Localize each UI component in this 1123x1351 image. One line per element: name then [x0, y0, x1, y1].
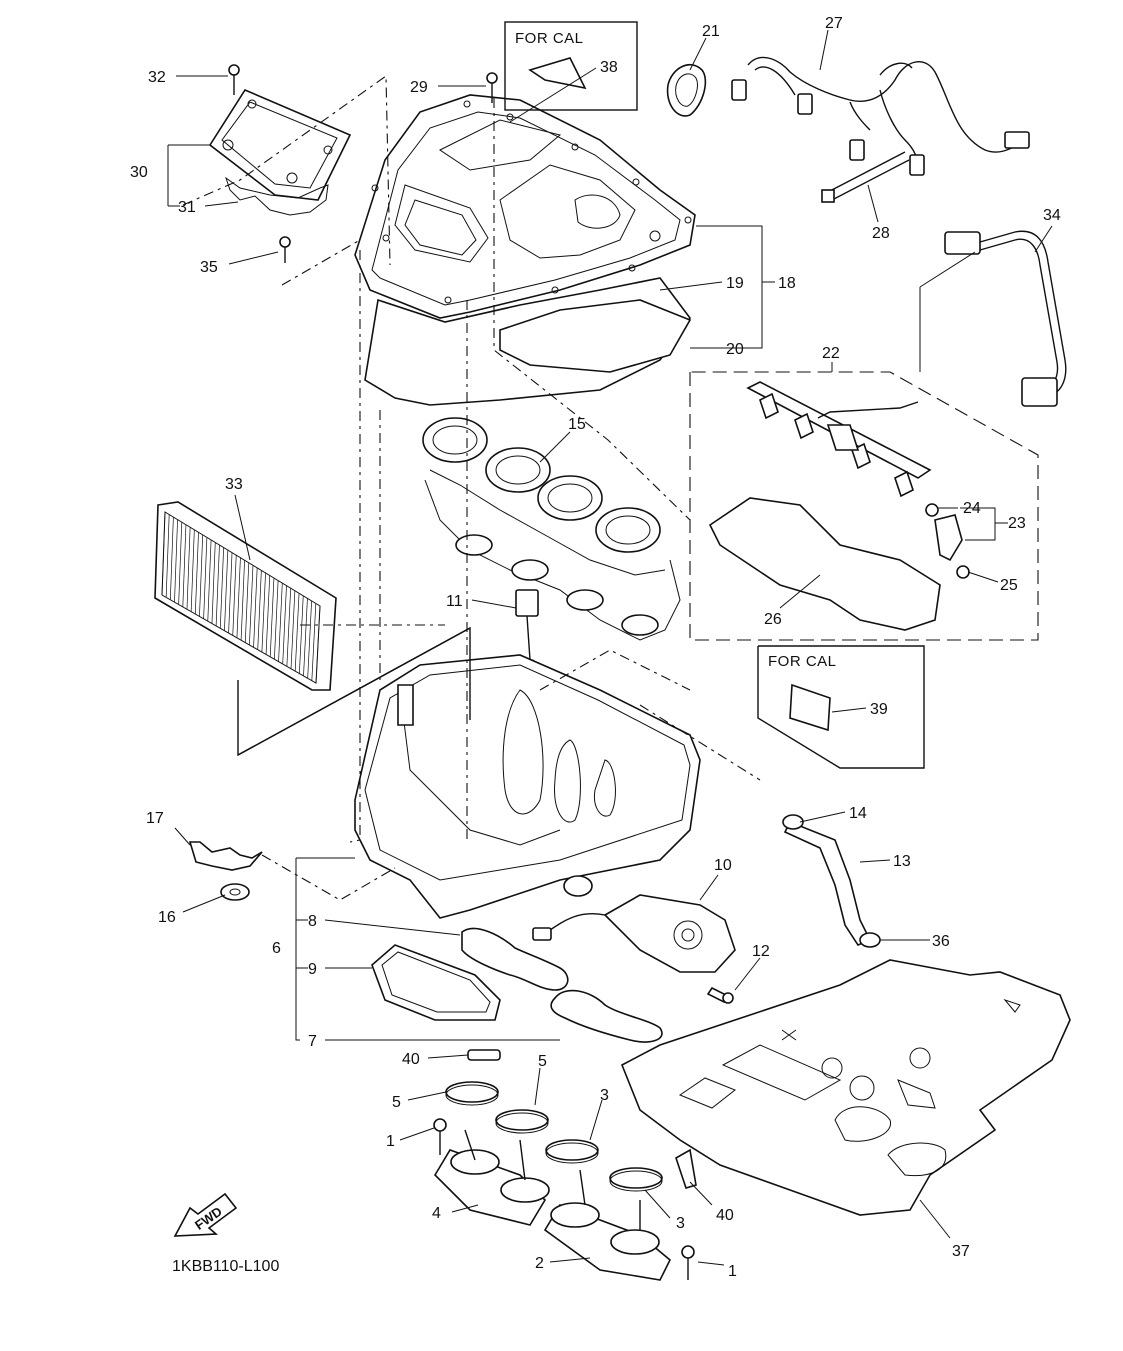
callout-38: 38: [600, 59, 618, 76]
clamp-5b: [495, 1109, 549, 1134]
air-filter: [154, 501, 337, 691]
callout-16: 16: [158, 909, 176, 926]
injector: [925, 503, 970, 579]
callout-24: 24: [963, 500, 981, 517]
callout-5: 5: [392, 1094, 401, 1111]
callout-3: 3: [600, 1087, 609, 1104]
guide-lines: [182, 74, 761, 1230]
cover-plate: [208, 88, 352, 216]
air-box-case: [354, 654, 701, 919]
wire-harness: [731, 56, 1030, 176]
screw-35: [279, 236, 291, 263]
callout-14: 14: [849, 805, 867, 822]
clamp-3a: [545, 1139, 599, 1164]
duct-plate: [499, 299, 692, 373]
bracket-17: [188, 841, 263, 871]
callout-12: 12: [752, 943, 770, 960]
callout-40: 40: [716, 1207, 734, 1224]
callout-3: 3: [676, 1215, 685, 1232]
callout-33: 33: [225, 476, 243, 493]
gasket-7: [550, 989, 663, 1043]
callout-1: 1: [386, 1133, 395, 1150]
intake-joint-4: [433, 1149, 550, 1226]
callout-30: 30: [130, 164, 148, 181]
fwd-arrow-icon: FWD: [173, 1192, 238, 1237]
callout-40: 40: [402, 1051, 420, 1068]
callout-28: 28: [872, 225, 890, 242]
bolt-1a: [433, 1118, 447, 1155]
callout-18: 18: [778, 275, 796, 292]
callout-8: 8: [308, 913, 317, 930]
screw-32: [228, 64, 240, 95]
callout-19: 19: [726, 275, 744, 292]
callout-20: 20: [726, 341, 744, 358]
fuel-pipe: [708, 497, 941, 631]
for-cal-box-38: FOR CAL: [504, 21, 638, 111]
callout-39: 39: [870, 701, 888, 718]
callout-2: 2: [535, 1255, 544, 1272]
callout-37: 37: [952, 1243, 970, 1260]
callout-35: 35: [200, 259, 218, 276]
for-cal-label: FOR CAL: [768, 653, 837, 670]
air-box-cover: [354, 94, 696, 319]
callout-11: 11: [446, 593, 463, 610]
callout-26: 26: [764, 611, 782, 628]
callout-5: 5: [538, 1053, 547, 1070]
fuel-hose: [944, 230, 1067, 407]
callout-31: 31: [178, 199, 196, 216]
solenoid-10: [532, 894, 736, 973]
callout-23: 23: [1008, 515, 1026, 532]
callout-10: 10: [714, 857, 732, 874]
bolt-1b: [681, 1245, 695, 1280]
screw-29: [486, 72, 498, 103]
heat-insulator: [620, 959, 1071, 1216]
callout-labels: 1 1 2 3 3 4 5 5 6 7 8 9 10 11 12 13 14 1…: [130, 15, 1061, 1280]
gasket-9: [371, 944, 501, 1021]
callout-4: 4: [432, 1205, 441, 1222]
injector-group-box: [689, 371, 1039, 641]
callout-7: 7: [308, 1033, 317, 1050]
bolt-12: [706, 986, 734, 1004]
gasket-8: [461, 927, 569, 991]
callout-34: 34: [1043, 207, 1061, 224]
diagram-code: 1KBB110-L100: [172, 1258, 279, 1275]
leaders: [167, 29, 1053, 1266]
clamp-5a: [445, 1081, 499, 1106]
callout-6: 6: [272, 940, 281, 957]
callout-29: 29: [410, 79, 428, 96]
grommet-21: [666, 64, 707, 117]
clamp-3b: [609, 1167, 663, 1192]
callout-9: 9: [308, 961, 317, 978]
callout-15: 15: [568, 416, 586, 433]
hose-13: [782, 814, 881, 948]
fuel-rail: [746, 381, 932, 498]
throttle-bodies: [422, 417, 681, 641]
callout-13: 13: [893, 853, 911, 870]
for-cal-box-39: FOR CAL: [757, 645, 925, 769]
callout-17: 17: [146, 810, 164, 827]
callout-22: 22: [822, 345, 840, 362]
callout-32: 32: [148, 69, 166, 86]
intake-joint-2: [543, 1202, 671, 1281]
damper-16: [220, 883, 250, 901]
fitting-40a: [467, 1049, 501, 1061]
callout-1: 1: [728, 1263, 737, 1280]
callout-36: 36: [932, 933, 950, 950]
callout-21: 21: [702, 23, 720, 40]
fitting-40b: [675, 1148, 697, 1189]
for-cal-label: FOR CAL: [515, 30, 584, 47]
callout-27: 27: [825, 15, 843, 32]
cable-tie: [821, 151, 910, 203]
callout-25: 25: [1000, 577, 1018, 594]
